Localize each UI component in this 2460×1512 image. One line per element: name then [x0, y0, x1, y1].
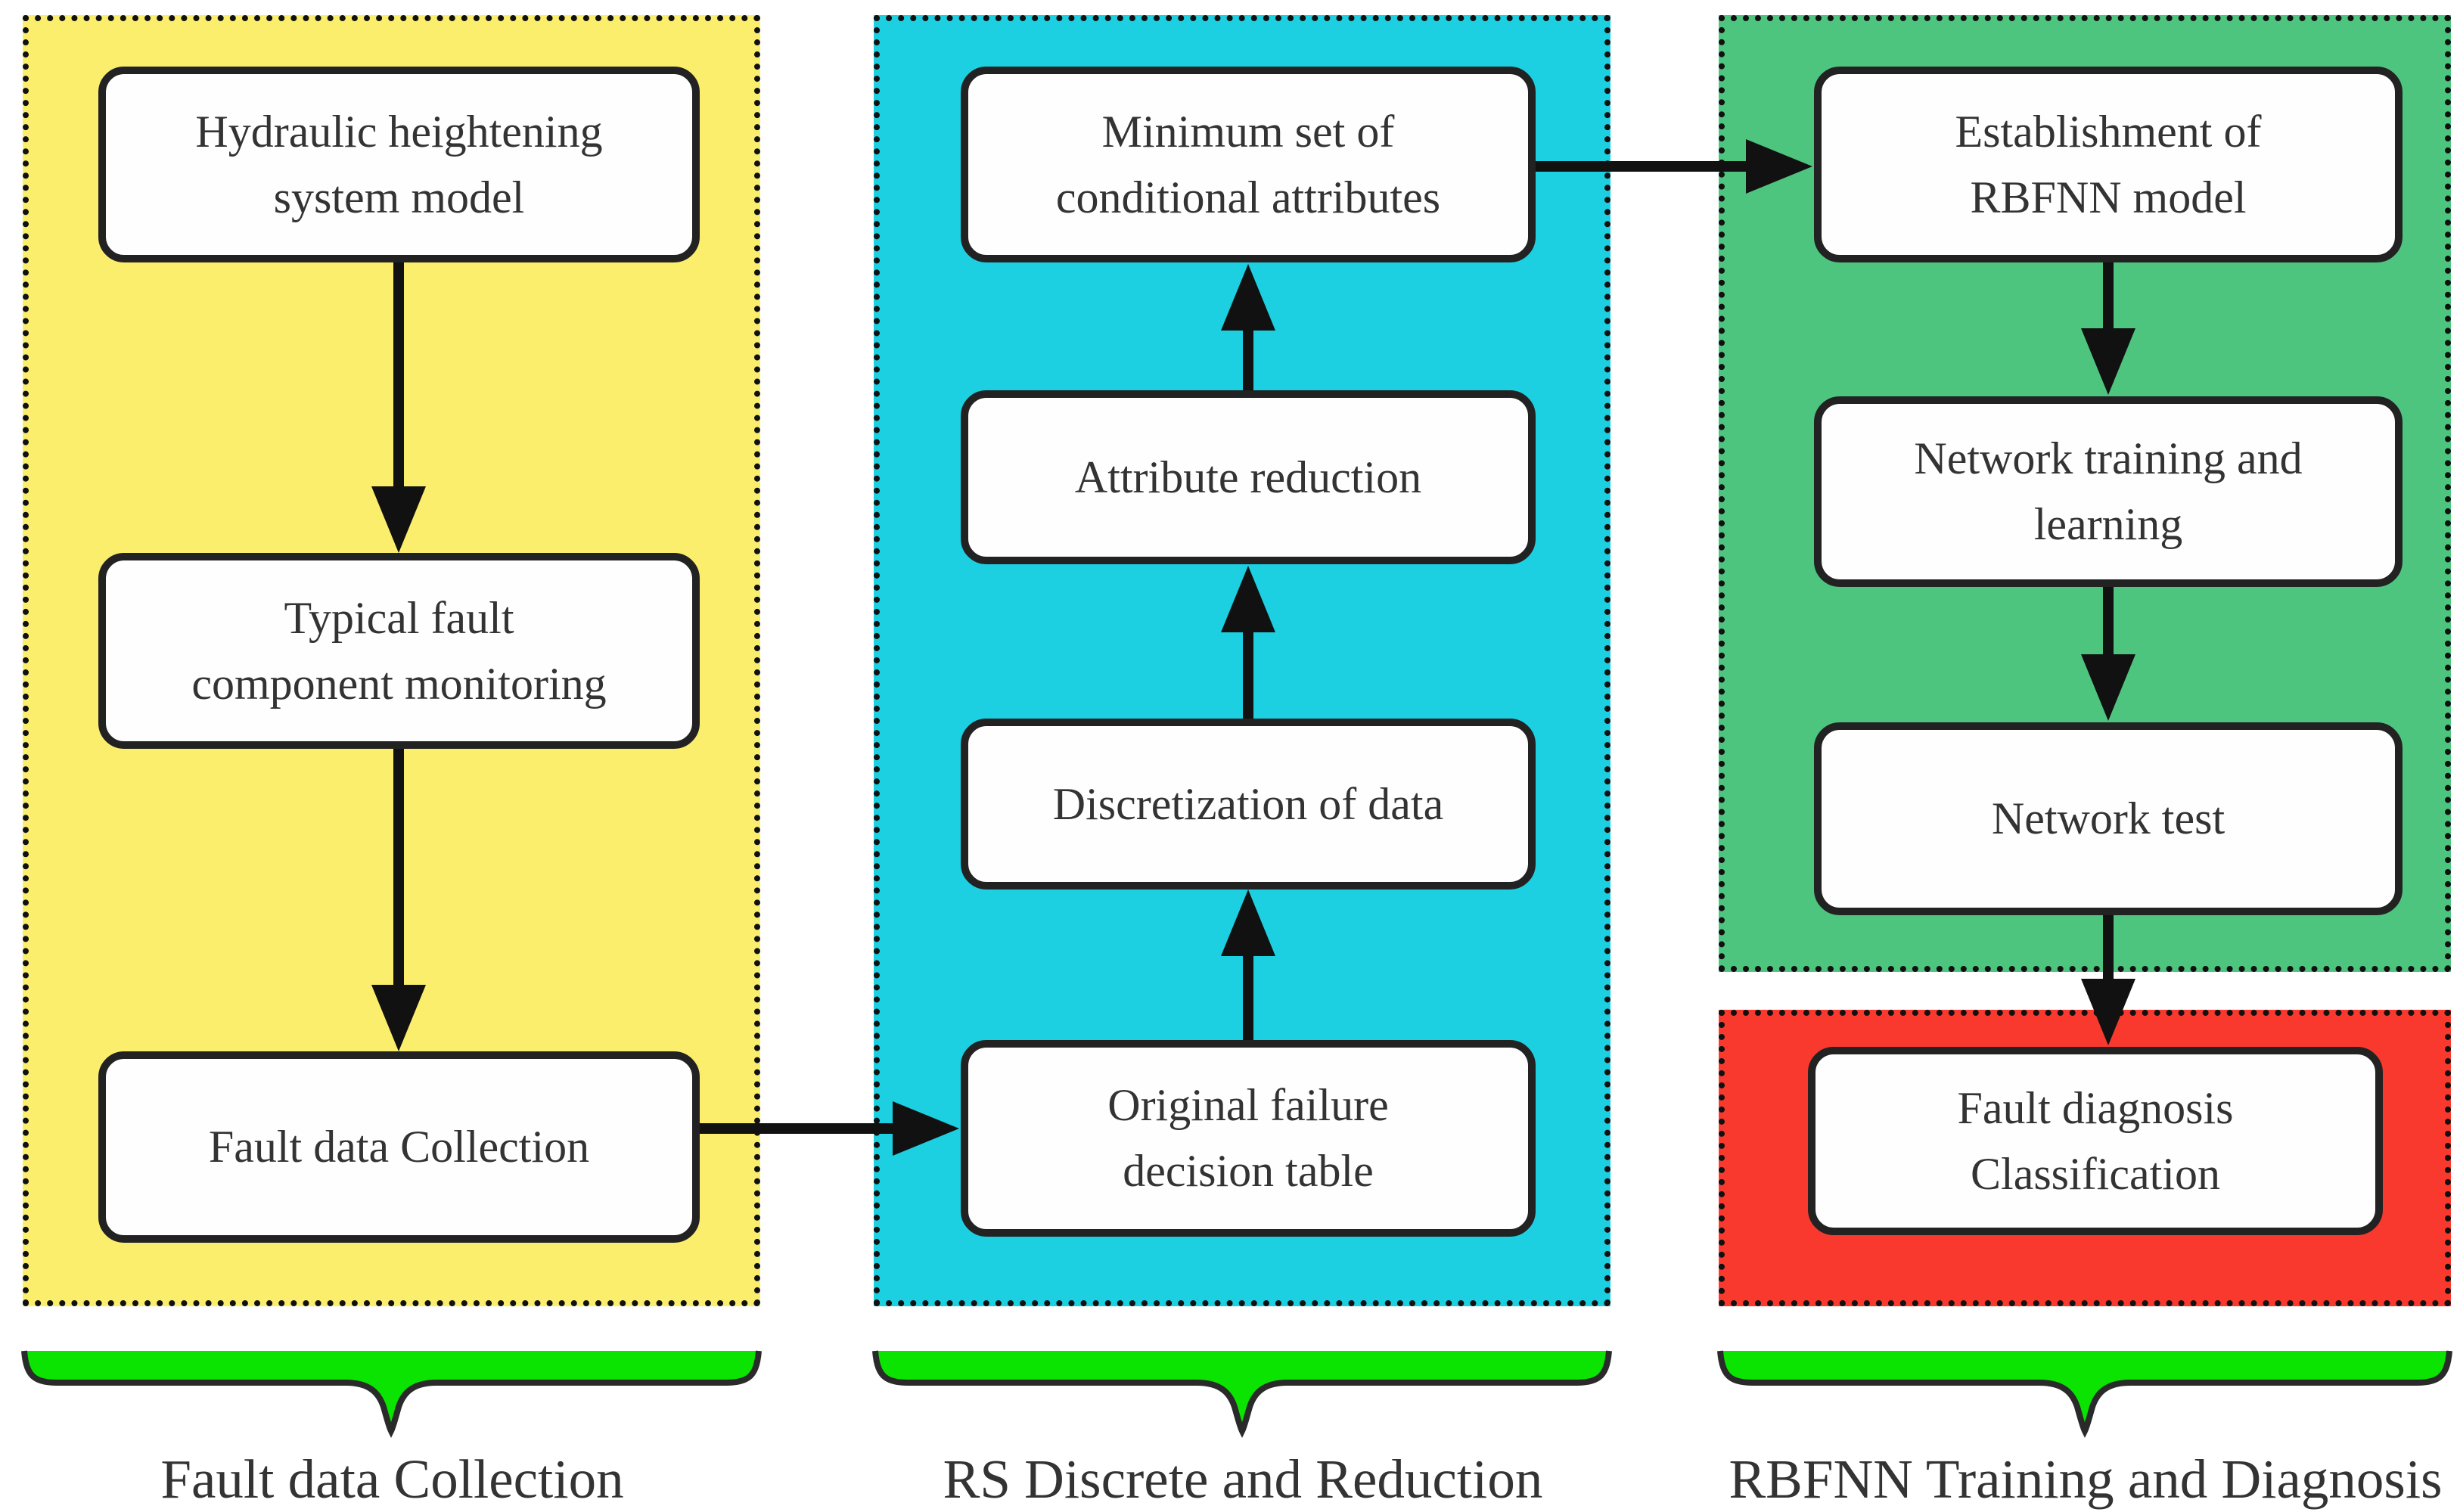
- box-attribute-reduction: Attribute reduction: [961, 390, 1536, 564]
- box-original-failure-decision-table: Original failure decision table: [961, 1040, 1536, 1237]
- label-rbfnn-training-diagnosis: RBFNN Training and Diagnosis: [1729, 1448, 2443, 1510]
- label-fault-data-collection: Fault data Collection: [160, 1448, 624, 1510]
- box-establishment-rbfnn-model: Establishment of RBFNN model: [1814, 67, 2403, 262]
- box-fault-data-collection: Fault data Collection: [98, 1051, 700, 1243]
- box-network-test: Network test: [1814, 722, 2403, 915]
- brace-fault-data-collection: [21, 1350, 762, 1438]
- label-rs-discrete-reduction: RS Discrete and Reduction: [943, 1448, 1543, 1510]
- brace-rs-discrete-reduction: [872, 1350, 1612, 1438]
- box-minimum-set-conditional-attributes: Minimum set of conditional attributes: [961, 67, 1536, 262]
- box-hydraulic-heightening-system-model: Hydraulic heightening system model: [98, 67, 700, 262]
- box-discretization-of-data: Discretization of data: [961, 719, 1536, 890]
- box-fault-diagnosis-classification: Fault diagnosis Classification: [1808, 1047, 2383, 1235]
- brace-rbfnn-training: [1717, 1350, 2452, 1438]
- box-typical-fault-component-monitoring: Typical fault component monitoring: [98, 553, 700, 749]
- box-network-training-learning: Network training and learning: [1814, 396, 2403, 587]
